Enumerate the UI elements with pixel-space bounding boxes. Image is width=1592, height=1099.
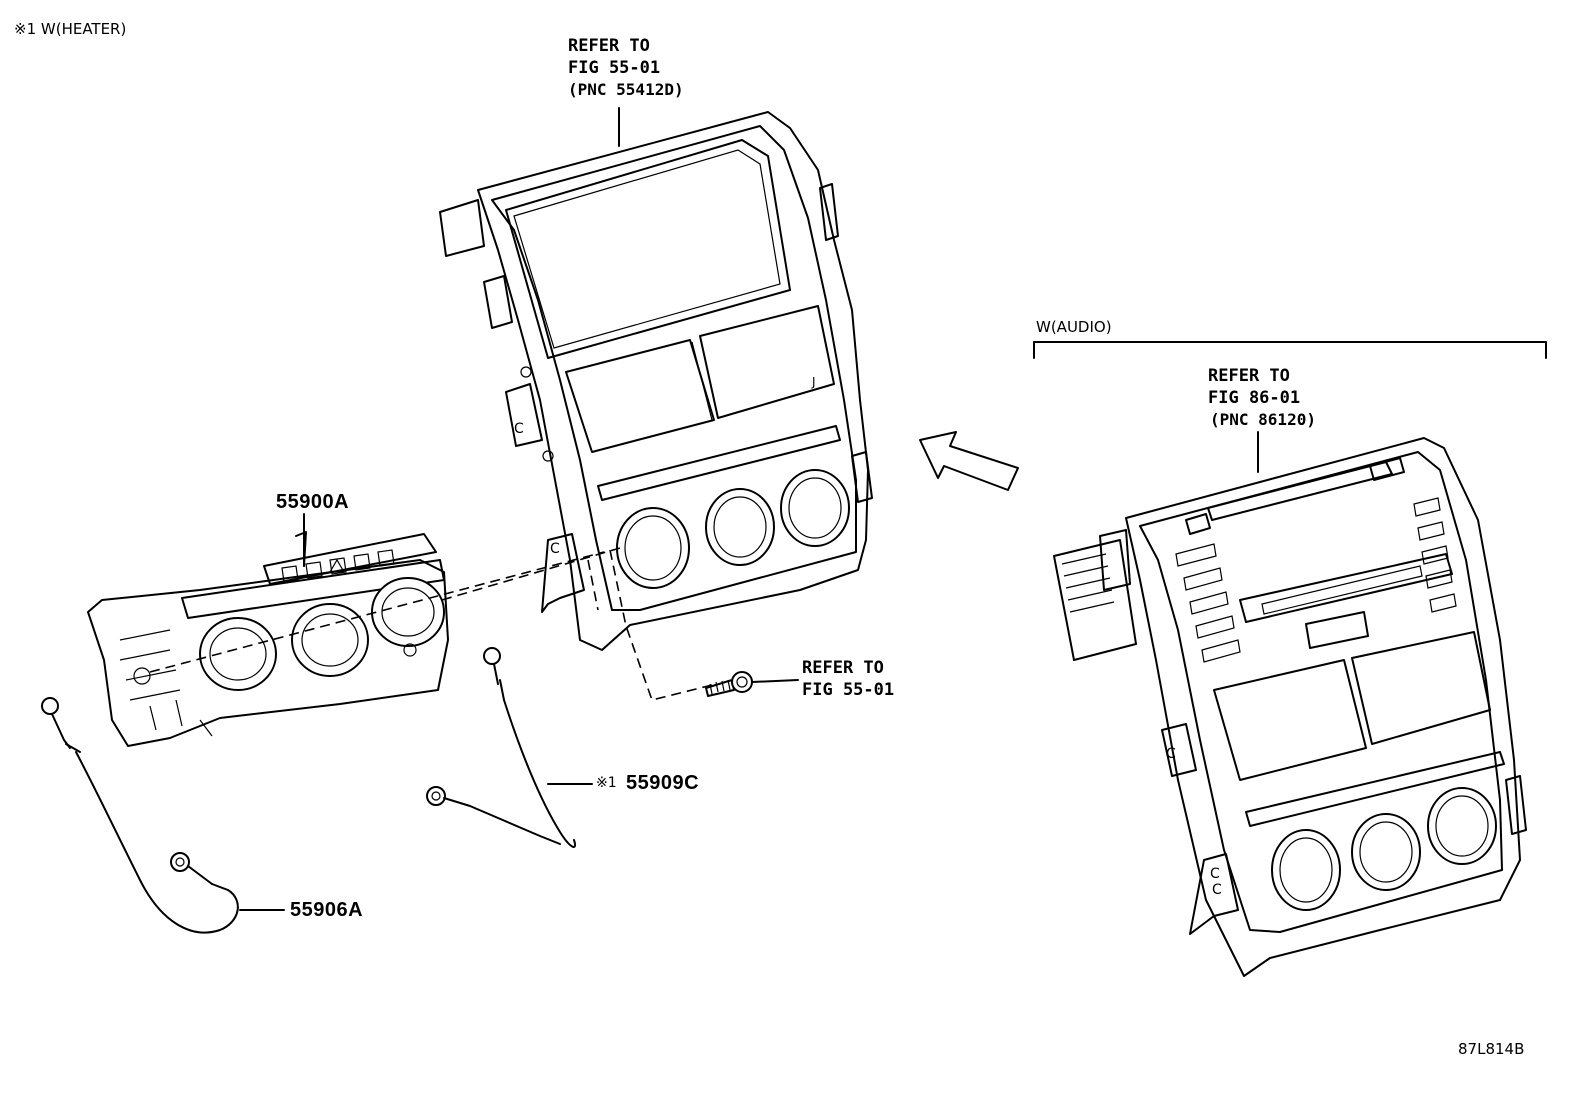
svg-text:C: C bbox=[514, 421, 524, 437]
screw-reference-line-2: FIG 55-01 bbox=[802, 680, 895, 700]
cable-note-marker: ※1 bbox=[596, 775, 617, 791]
part-number-55906a[interactable]: 55906A bbox=[290, 899, 364, 921]
panel-reference-line-1: REFER TO bbox=[568, 36, 650, 56]
audio-reference-line-2: FIG 86-01 bbox=[1208, 388, 1301, 408]
drawing-code: 87L814B bbox=[1458, 1040, 1525, 1058]
heater-control-assembly[interactable] bbox=[87, 531, 449, 747]
audio-reference-line-3: (PNC 86120) bbox=[1210, 410, 1316, 429]
svg-text:C: C bbox=[550, 541, 560, 557]
part-number-55900a[interactable]: 55900A bbox=[276, 491, 350, 513]
panel-reference-line-3: (PNC 55412D) bbox=[568, 80, 684, 99]
audio-variant-label: W(AUDIO) bbox=[1036, 318, 1112, 336]
panel-reference-line-2: FIG 55-01 bbox=[568, 58, 661, 78]
audio-variant-panel[interactable]: C C C bbox=[1053, 437, 1527, 977]
svg-text:J: J bbox=[811, 375, 816, 389]
control-cable-55909c[interactable] bbox=[426, 647, 576, 848]
direction-arrow bbox=[919, 431, 1019, 491]
control-cable-55906a[interactable] bbox=[41, 697, 239, 934]
screw-reference-line-1: REFER TO bbox=[802, 658, 884, 678]
part-number-55909c[interactable]: 55909C bbox=[626, 772, 700, 794]
heater-note: ※1 W(HEATER) bbox=[14, 20, 127, 38]
svg-text:C: C bbox=[1166, 746, 1176, 762]
svg-text:C: C bbox=[1210, 866, 1220, 882]
screw[interactable] bbox=[705, 671, 753, 697]
svg-text:C: C bbox=[1212, 882, 1222, 898]
audio-reference-line-1: REFER TO bbox=[1208, 366, 1290, 386]
center-instrument-panel[interactable]: C C J bbox=[439, 111, 873, 651]
